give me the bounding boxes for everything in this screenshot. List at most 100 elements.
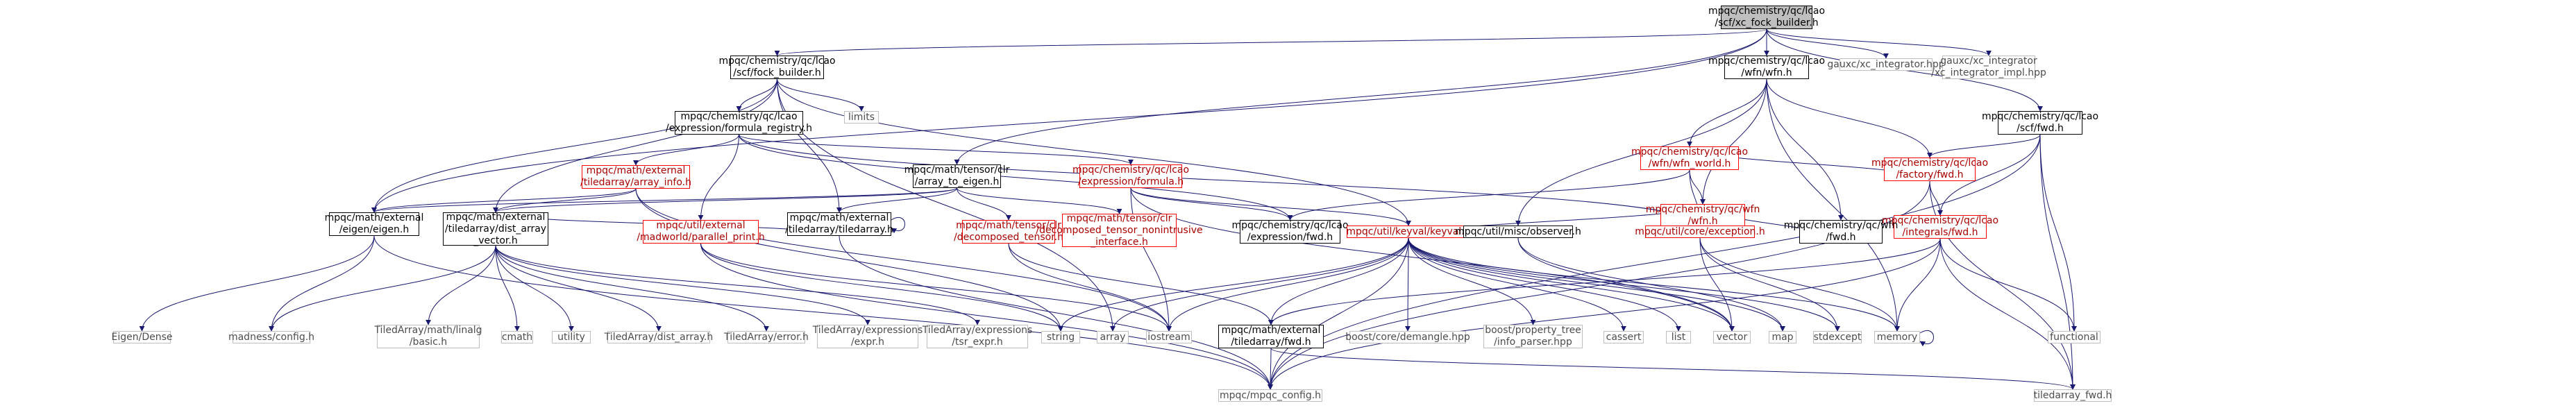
edge-fock-builder-to-keyval bbox=[777, 78, 1411, 226]
edge-array-to-eigen-to-decomposed-tensor bbox=[957, 187, 1011, 221]
node-label-line: memory bbox=[1876, 331, 1918, 343]
node-exception[interactable]: mpqc/util/core/exception.h bbox=[1635, 226, 1765, 238]
node-label-line: mpqc/chemistry/qc/wfn bbox=[1645, 204, 1760, 215]
node-dist-array-vector[interactable]: mpqc/math/external/tiledarray/dist_array… bbox=[443, 212, 548, 246]
edge-observer-to-map bbox=[1517, 237, 1785, 332]
node-label-line: /xc_integrator_impl.hpp bbox=[1931, 67, 2046, 78]
edge-dist-array-vector-to-ta-dist-array bbox=[495, 245, 662, 332]
edge-keyval-to-map bbox=[1408, 237, 1785, 332]
node-eigen-h[interactable]: mpqc/math/external/eigen/eigen.h bbox=[325, 212, 423, 236]
node-array-to-eigen[interactable]: mpqc/math/tensor/clr/array_to_eigen.h bbox=[904, 164, 1009, 188]
edge-keyval-to-info-parser bbox=[1408, 237, 1536, 325]
edge-dist-array-vector-to-cmath bbox=[495, 245, 520, 332]
node-label-line: mpqc/chemistry/qc/wfn bbox=[1783, 220, 1899, 231]
edge-formula-to-keyval bbox=[1130, 187, 1411, 226]
edge-dist-array-vector-to-ta-error bbox=[495, 245, 769, 332]
edge-dist-array-vector-to-ta-expr bbox=[495, 245, 870, 325]
edge-formula-registry-to-exception bbox=[739, 134, 1703, 226]
edge-parallel-print-to-mpqc-config bbox=[700, 243, 1273, 390]
edge-exception-to-memory bbox=[1699, 237, 1900, 332]
node-label-line: mpqc/util/keyval/keyval.h bbox=[1346, 226, 1471, 237]
edge-scf-fwd-to-factory-fwd bbox=[1927, 134, 2041, 158]
node-formula-registry[interactable]: mpqc/chemistry/qc/lcao/expression/formul… bbox=[666, 111, 812, 135]
dependency-edges bbox=[139, 28, 2077, 390]
node-label-line: /scf/fwd.h bbox=[2017, 123, 2064, 134]
node-label-line: iostream bbox=[1147, 331, 1190, 343]
edge-array-to-eigen-to-decomposed-nonintrusive bbox=[957, 187, 1122, 214]
node-formula[interactable]: mpqc/chemistry/qc/lcao/expression/formul… bbox=[1072, 164, 1189, 188]
node-integrals-fwd[interactable]: mpqc/chemistry/qc/lcao/integrals/fwd.h bbox=[1882, 215, 1998, 239]
node-iostream: iostream bbox=[1146, 331, 1192, 343]
node-observer[interactable]: mpqc/util/misc/observer.h bbox=[1455, 226, 1581, 238]
node-mpqc-config: mpqc/mpqc_config.h bbox=[1218, 389, 1322, 402]
node-parallel-print[interactable]: mpqc/util/external/madworld/parallel_pri… bbox=[637, 220, 765, 244]
node-label-line: vector bbox=[1716, 331, 1748, 343]
node-expression-fwd[interactable]: mpqc/chemistry/qc/lcao/expression/fwd.h bbox=[1231, 220, 1349, 244]
node-map: map bbox=[1769, 331, 1796, 343]
node-label-line: string bbox=[1046, 331, 1075, 343]
node-wfn-h[interactable]: mpqc/chemistry/qc/wfn/wfn.h bbox=[1646, 204, 1760, 228]
node-decomposed-nonintrusive[interactable]: mpqc/math/tensor/clr/decomposed_tensor_n… bbox=[1036, 212, 1202, 248]
edge-exception-to-vector bbox=[1699, 237, 1735, 332]
node-functional: functional bbox=[2048, 331, 2101, 343]
node-demangle: boost/core/demangle.hpp bbox=[1345, 331, 1470, 343]
node-label-line: mpqc/chemistry/qc/lcao bbox=[1708, 56, 1826, 67]
node-label-line: array bbox=[1100, 331, 1126, 343]
edge-keyval-to-iostream bbox=[1166, 237, 1409, 332]
node-label-line: mpqc/chemistry/qc/lcao bbox=[718, 56, 836, 67]
node-label-line: /eigen/eigen.h bbox=[339, 224, 410, 235]
node-array-info[interactable]: mpqc/math/external/tiledarray/array_info… bbox=[580, 165, 691, 189]
node-label-line: /basic.h bbox=[409, 337, 448, 348]
node-label-line: mpqc/math/external bbox=[446, 211, 546, 223]
node-label-line: mpqc/chemistry/qc/lcao bbox=[1881, 215, 1999, 226]
node-label-line: mpqc/mpqc_config.h bbox=[1219, 389, 1322, 401]
edge-integrals-fwd-to-tiledarray-fwd-h bbox=[1268, 238, 1941, 325]
node-wfn-world[interactable]: mpqc/chemistry/qc/lcao/wfn/wfn_world.h bbox=[1631, 146, 1748, 170]
node-eigen-dense: Eigen/Dense bbox=[112, 331, 173, 343]
node-wfn-wfn[interactable]: mpqc/chemistry/qc/lcao/wfn/wfn.h bbox=[1708, 56, 1825, 79]
node-vector: vector bbox=[1713, 331, 1751, 343]
node-label-line: mpqc/math/tensor/clr bbox=[1066, 212, 1172, 224]
edge-keyval-to-array bbox=[1110, 237, 1409, 332]
node-fock-builder[interactable]: mpqc/chemistry/qc/lcao/scf/fock_builder.… bbox=[718, 56, 836, 79]
edge-eigen-h-to-madness-config bbox=[269, 235, 375, 332]
edge-scf-fwd-to-integrals-fwd bbox=[1937, 134, 2041, 216]
node-label-line: mpqc/chemistry/qc/lcao bbox=[1871, 158, 1989, 169]
node-qc-wfn-fwd[interactable]: mpqc/chemistry/qc/wfn/fwd.h bbox=[1784, 220, 1898, 244]
node-cassert: cassert bbox=[1603, 331, 1644, 343]
node-keyval[interactable]: mpqc/util/keyval/keyval.h bbox=[1346, 226, 1471, 238]
edge-integrals-fwd-to-functional bbox=[1939, 238, 2077, 332]
node-label-line: /scf/xc_fock_builder.h bbox=[1715, 17, 1819, 28]
edge-observer-to-vector bbox=[1517, 237, 1735, 332]
edge-formula-registry-to-array-info bbox=[633, 134, 739, 166]
edge-keyval-to-mpqc-config bbox=[1268, 237, 1409, 390]
node-madness-config: madness/config.h bbox=[228, 331, 314, 343]
node-label-line: mpqc/math/external bbox=[324, 212, 424, 223]
edge-fock-builder-to-formula-registry bbox=[736, 78, 777, 112]
node-tiledarray-fwd-h[interactable]: mpqc/math/external/tiledarray/fwd.h bbox=[1218, 325, 1324, 348]
edge-wfn-wfn-to-wfn-h bbox=[1700, 78, 1767, 205]
node-ta-tsr-expr: TiledArray/expressions/tsr_expr.h bbox=[923, 325, 1032, 348]
node-limits: limits bbox=[844, 111, 879, 124]
node-factory-fwd[interactable]: mpqc/chemistry/qc/lcao/factory/fwd.h bbox=[1871, 158, 1988, 181]
node-string: string bbox=[1041, 331, 1080, 343]
edge-formula-registry-to-expression-fwd bbox=[739, 134, 1293, 221]
edge-parallel-print-to-iostream bbox=[700, 243, 1172, 332]
node-utility: utility bbox=[552, 331, 591, 343]
node-label-line: utility bbox=[557, 331, 585, 343]
node-label-line: _interface.h bbox=[1091, 236, 1148, 248]
node-tiledarray-h[interactable]: mpqc/math/external/tiledarray/tiledarray… bbox=[785, 212, 893, 236]
node-tiledarray-fwd: tiledarray_fwd.h bbox=[2034, 389, 2112, 402]
edge-array-info-to-dist-array-vector bbox=[493, 188, 637, 213]
node-label-line: /madworld/parallel_print.h bbox=[637, 232, 765, 243]
edge-array-info-to-iostream bbox=[635, 188, 1172, 332]
node-xc-integrator-impl: gauxc/xc_integrator/xc_integrator_impl.h… bbox=[1931, 56, 2046, 79]
edge-formula-registry-to-parallel-print bbox=[698, 134, 739, 221]
node-info-parser: boost/property_tree/info_parser.hpp bbox=[1483, 325, 1583, 348]
node-label-line: mpqc/math/tensor/clr bbox=[956, 220, 1061, 231]
node-scf-fwd[interactable]: mpqc/chemistry/qc/lcao/scf/fwd.h bbox=[1982, 111, 2098, 135]
node-decomposed-tensor[interactable]: mpqc/math/tensor/clr/decomposed_tensor.h bbox=[954, 220, 1063, 244]
edge-tiledarray-h-to-mpqc-config bbox=[839, 235, 1273, 390]
edge-fock-builder-to-dist-array-vector bbox=[493, 78, 777, 213]
